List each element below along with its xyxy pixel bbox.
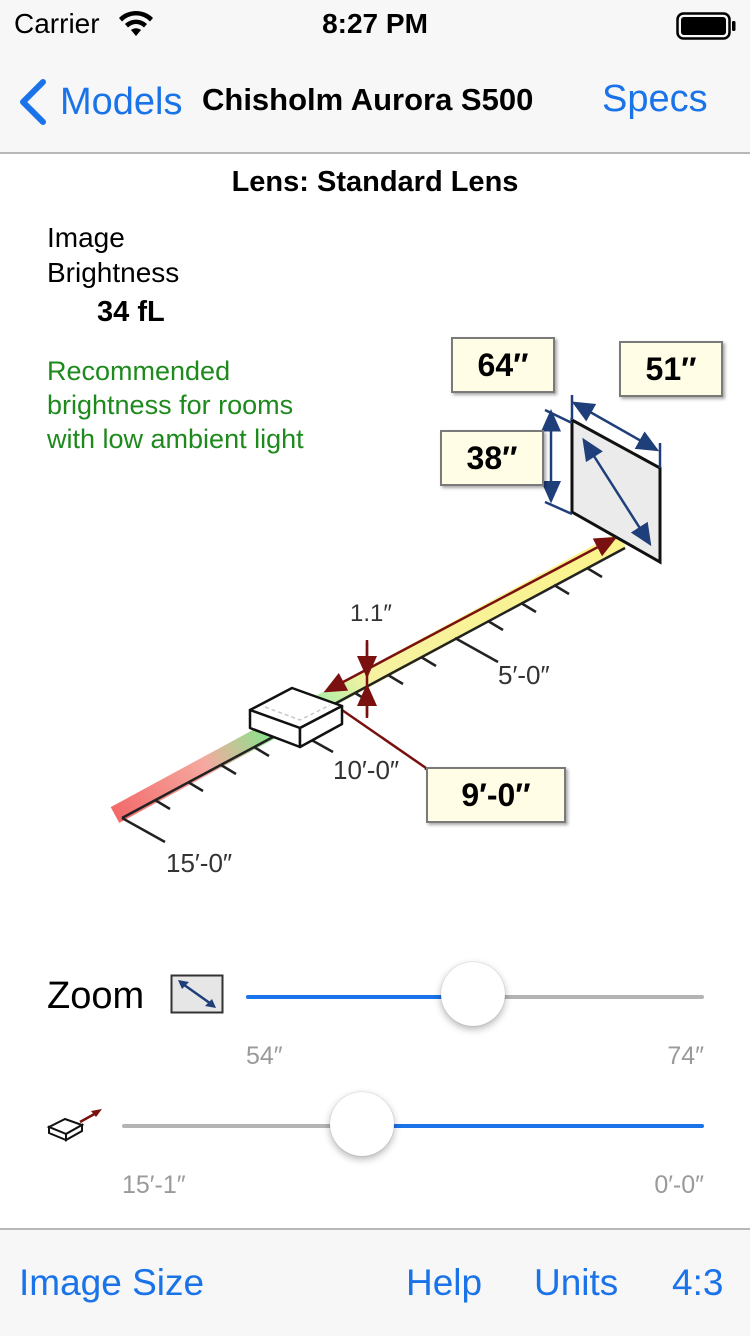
height-dimension [541,408,573,516]
scale-label-10ft: 10′-0″ [333,755,400,785]
scale-label-15ft: 15′-0″ [166,848,233,878]
zoom-slider-track[interactable] [474,995,704,999]
units-button[interactable]: Units [534,1262,619,1303]
throw-distance-box: 9′-0″ [426,767,566,823]
zoom-slider-thumb[interactable] [441,962,505,1026]
scale-label-5ft: 5′-0″ [498,660,550,690]
carrier-label: Carrier [14,8,100,39]
status-bar [0,0,750,52]
distance-slider-thumb[interactable] [330,1092,394,1156]
page-title: Chisholm Aurora S500 [202,82,534,117]
brightness-recommendation: Recommended brightness for rooms with lo… [47,356,304,454]
bottom-toolbar: Image Size Help Units 4:3 [0,1228,750,1336]
distance-slider-track[interactable] [122,1124,362,1128]
lens-offset-label: 1.1″ [350,600,392,627]
clock: 8:27 PM [322,8,428,39]
battery-icon [676,12,736,40]
projector-icon [248,686,344,749]
projector-distance-icon [46,1109,102,1142]
specs-button[interactable]: Specs [602,78,708,120]
distance-min-label: 15′-1″ [122,1171,186,1199]
zoom-max-label: 74″ [667,1042,704,1070]
navigation-bar: Models Chisholm Aurora S500 Specs [0,52,750,154]
help-button[interactable]: Help [406,1262,483,1303]
screen-diagonal-icon [170,974,224,1014]
screen-height-box: 38″ [440,430,544,486]
image-size-button[interactable]: Image Size [19,1262,205,1303]
zoom-min-label: 54″ [246,1042,283,1070]
screen-shape [570,417,662,565]
zoom-slider-fill[interactable] [246,995,474,999]
screen-diagonal-box: 51″ [619,341,723,397]
distance-max-label: 0′-0″ [654,1171,704,1199]
chevron-left-icon [20,79,46,125]
back-button-label: Models [60,80,183,123]
aspect-ratio-button[interactable]: 4:3 [672,1262,724,1303]
width-dimension [570,395,662,468]
zoom-label: Zoom [47,975,145,1017]
projection-diagram [110,395,662,844]
image-brightness-label: Image Brightness [47,222,180,288]
lens-label: Lens: Standard Lens [231,166,519,198]
brightness-value: 34 fL [97,296,165,328]
screen-width-box: 64″ [451,337,555,393]
distance-slider-fill[interactable] [362,1124,704,1128]
back-button[interactable]: Models [16,74,183,130]
wifi-icon [119,10,153,36]
